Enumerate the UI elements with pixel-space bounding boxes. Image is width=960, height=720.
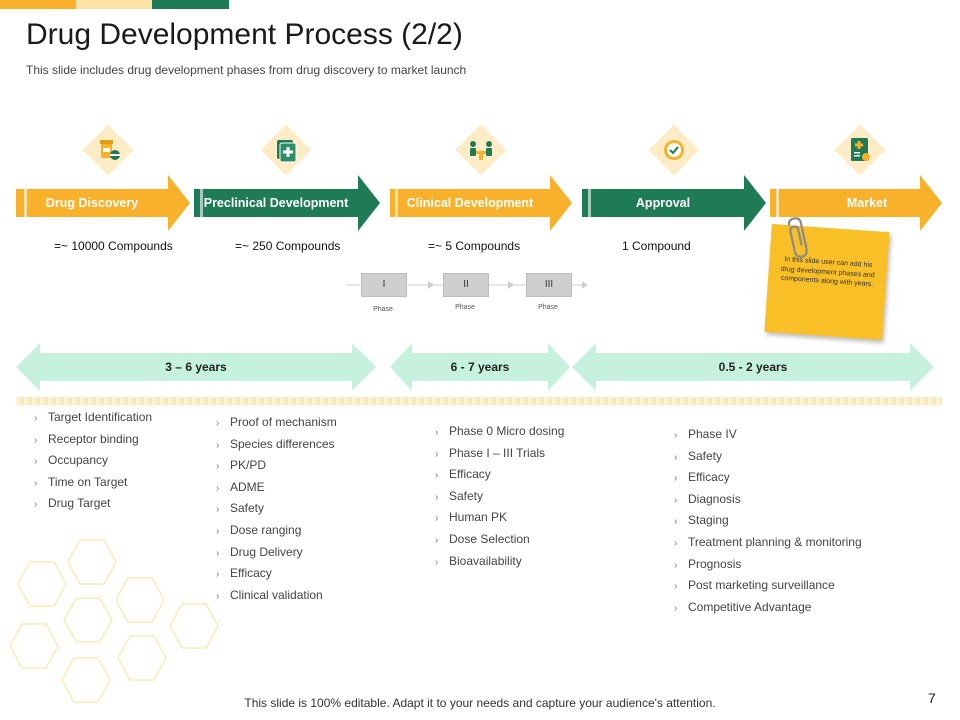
preclinical-list: ›Proof of mechanism ›Species differences… <box>216 412 337 606</box>
list-item: ›Human PK <box>435 510 508 525</box>
list-item: ›Clinical validation <box>216 587 323 602</box>
list-item: ›Target Identification <box>34 410 153 424</box>
list-item: ›Safety <box>435 488 484 503</box>
compound-count: =~ 10000 Compounds <box>54 239 173 253</box>
discovery-list: ›Target Identification ›Receptor binding… <box>34 407 152 515</box>
list-item: ›Safety <box>216 501 265 516</box>
stage-label: Preclinical Development <box>203 196 349 210</box>
duration-label: 6 - 7 years <box>450 360 510 374</box>
sticky-note: In this slide user can add his drug deve… <box>764 224 890 340</box>
list-item: ›Safety <box>674 448 723 463</box>
list-item: ›Efficacy <box>216 566 272 581</box>
stage-arrow-approval: Approval <box>582 175 766 231</box>
list-item: ›Phase IV <box>674 427 737 441</box>
list-item: ›Efficacy <box>674 470 730 485</box>
duration-arrow-3: 0.5 - 2 years <box>572 343 934 391</box>
paperclip-icon <box>787 217 808 258</box>
approval-market-list: ›Phase IV ›Safety ›Efficacy ›Diagnosis ›… <box>674 424 862 618</box>
compound-count: =~ 250 Compounds <box>235 239 341 253</box>
list-item: ›Receptor binding <box>34 431 139 446</box>
page-number: 7 <box>928 690 936 706</box>
list-item: ›Diagnosis <box>674 491 741 506</box>
stage-label: Drug Discovery <box>45 196 139 210</box>
slide-title: Drug Development Process (2/2) <box>26 18 463 51</box>
list-item: ›Dose ranging <box>216 522 302 537</box>
list-item: ›Bioavailability <box>435 553 522 568</box>
prescription-icon <box>833 123 887 177</box>
list-item: ›Species differences <box>216 436 335 451</box>
top-accent-bar-3 <box>152 0 229 9</box>
list-item: ›Efficacy <box>435 467 491 482</box>
duration-arrow-1: 3 – 6 years <box>16 343 376 391</box>
list-item: ›Dose Selection <box>435 531 530 546</box>
stage-label: Clinical Development <box>406 196 534 210</box>
duration-label: 0.5 - 2 years <box>718 360 788 374</box>
stage-arrow-clinical: Clinical Development <box>390 175 572 231</box>
list-item: ›Staging <box>674 513 729 528</box>
phase-box-2: II <box>443 273 489 297</box>
list-item: ›ADME <box>216 479 265 494</box>
stage-label: Market <box>846 196 888 210</box>
stage-arrow-preclinical: Preclinical Development <box>194 175 380 231</box>
duration-label: 3 – 6 years <box>165 360 227 374</box>
stage-arrow-market: Market <box>770 175 942 231</box>
divider-band <box>16 397 942 405</box>
stage-arrow-drug-discovery: Drug Discovery <box>16 175 190 231</box>
duration-arrow-2: 6 - 7 years <box>390 343 570 391</box>
clinical-list: ›Phase 0 Micro dosing ›Phase I – III Tri… <box>435 421 564 572</box>
top-accent-bar-2 <box>76 0 152 9</box>
hexagon-decoration <box>9 539 219 703</box>
check-badge-icon <box>647 123 701 177</box>
list-item: ›Proof of mechanism <box>216 415 337 429</box>
list-item: ›Competitive Advantage <box>674 599 812 614</box>
phase-box-3: III <box>526 273 572 297</box>
phase-label: Phase <box>373 306 393 313</box>
phase-label: Phase <box>538 304 558 311</box>
list-item: ›Drug Delivery <box>216 544 303 559</box>
list-item: ›PK/PD <box>216 458 267 473</box>
phase-box-1: I <box>361 273 407 297</box>
list-item: ›Treatment planning & monitoring <box>674 534 862 549</box>
list-item: ›Occupancy <box>34 453 109 468</box>
list-item: ›Drug Target <box>34 496 111 511</box>
medical-folder-icon <box>259 123 313 177</box>
doctor-meeting-icon <box>454 123 508 177</box>
slide-subtitle: This slide includes drug development pha… <box>26 63 467 77</box>
list-item: ›Post marketing surveillance <box>674 578 835 593</box>
top-accent-bar-1 <box>0 0 76 9</box>
stage-label: Approval <box>635 196 691 210</box>
list-item: ›Phase I – III Trials <box>435 445 546 460</box>
list-item: ›Prognosis <box>674 556 742 571</box>
phase-label: Phase <box>455 304 475 311</box>
compound-count: =~ 5 Compounds <box>428 239 521 253</box>
pill-bottle-icon <box>81 123 135 177</box>
footer-text: This slide is 100% editable. Adapt it to… <box>244 696 716 710</box>
list-item: ›Phase 0 Micro dosing <box>435 424 565 438</box>
list-item: ›Time on Target <box>34 474 128 489</box>
compound-count: 1 Compound <box>622 239 691 253</box>
